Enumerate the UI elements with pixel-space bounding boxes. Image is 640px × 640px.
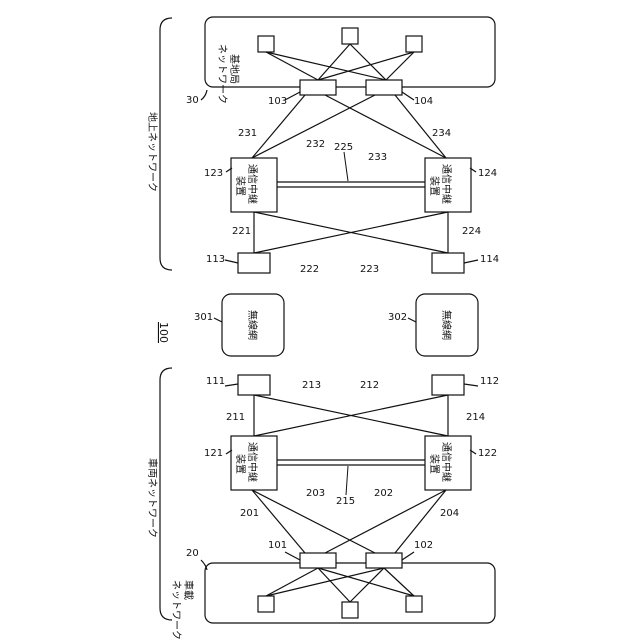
ref-203: 203 [306,488,325,499]
ref-201: 201 [240,508,259,519]
ref-114: 114 [480,254,499,265]
relay-124-text-1: 通信中継 [440,164,453,204]
ref-20: 20 [186,548,199,559]
ref-213: 213 [302,380,321,391]
base-station-terminal [342,28,358,44]
ref-202: 202 [374,488,393,499]
ref-232: 232 [306,139,325,150]
ref-104: 104 [414,96,433,107]
ref-225: 225 [334,142,353,153]
ref-233: 233 [368,152,387,163]
ref-223: 223 [360,264,379,275]
relay-124-text-2: 装置 [428,176,441,196]
ref-124: 124 [478,168,497,179]
relay-122-text-2: 装置 [428,454,441,474]
ref-212: 212 [360,380,379,391]
onboard-terminal [406,596,422,612]
onboard-network-label-2: ネットワーク [170,580,182,640]
base-station-network-label-2: ネットワーク [216,44,228,104]
switch-102 [366,553,402,568]
radio-unit-113 [238,253,270,273]
ref-224: 224 [462,226,481,237]
ref-204: 204 [440,508,459,519]
base-station-network-label-1: 基地局 [228,54,241,84]
relay-123-text-1: 通信中継 [246,164,259,204]
radio-unit-112 [432,375,464,395]
vehicle-network-label: 車両ネットワーク [146,458,159,538]
ref-234: 234 [432,128,451,139]
ref-122: 122 [478,448,497,459]
ref-123: 123 [204,168,223,179]
relay-122-text-1: 通信中継 [440,442,453,482]
ref-211: 211 [226,412,245,423]
ref-215: 215 [336,496,355,507]
ref-113: 113 [206,254,225,265]
ground-network-label: 地上ネットワーク [146,112,159,192]
switch-103 [300,80,336,95]
switch-104 [366,80,402,95]
wireless-302-text: 無線網 [440,310,453,340]
ref-30: 30 [186,95,199,106]
base-station-terminal [258,36,274,52]
onboard-terminal [342,602,358,618]
wireless-301-text: 無線網 [246,310,259,340]
base-station-terminal [406,36,422,52]
ground-network-bracket [160,18,172,270]
switch-101 [300,553,336,568]
ref-112: 112 [480,376,499,387]
radio-unit-111 [238,375,270,395]
diagram-number: 100 [157,322,170,343]
onboard-network-label-1: 車載 [182,580,195,600]
ref-231: 231 [238,128,257,139]
ref-214: 214 [466,412,485,423]
relay-121-text-2: 装置 [234,454,247,474]
ref-101: 101 [268,540,287,551]
ref-121: 121 [204,448,223,459]
onboard-terminal [258,596,274,612]
relay-123-text-2: 装置 [234,176,247,196]
relay-121-text-1: 通信中継 [246,442,259,482]
ref-302: 302 [388,312,407,323]
ref-221: 221 [232,226,251,237]
ref-102: 102 [414,540,433,551]
ref-301: 301 [194,312,213,323]
radio-unit-114 [432,253,464,273]
ref-111: 111 [206,376,225,387]
ref-103: 103 [268,96,287,107]
ref-222: 222 [300,264,319,275]
